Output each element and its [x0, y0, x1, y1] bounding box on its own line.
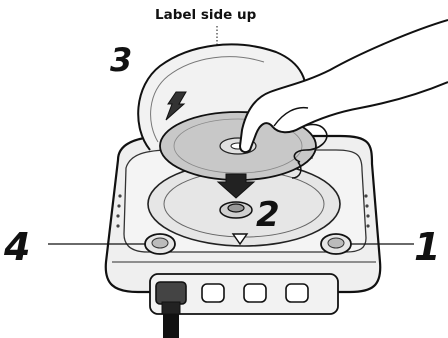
step-4-number: 4: [3, 225, 30, 269]
controller-port-b: [202, 284, 224, 302]
spindle: [220, 202, 252, 218]
label-side-up-caption: Label side up: [155, 7, 257, 23]
controller-port-c: [244, 284, 266, 302]
step-1-number: 1: [414, 225, 440, 269]
controller-port-d: [286, 284, 308, 302]
right-round-button: [321, 234, 351, 254]
step-2-number: 2: [256, 195, 280, 235]
left-round-button: [145, 234, 175, 254]
step-3-number: 3: [110, 41, 132, 79]
